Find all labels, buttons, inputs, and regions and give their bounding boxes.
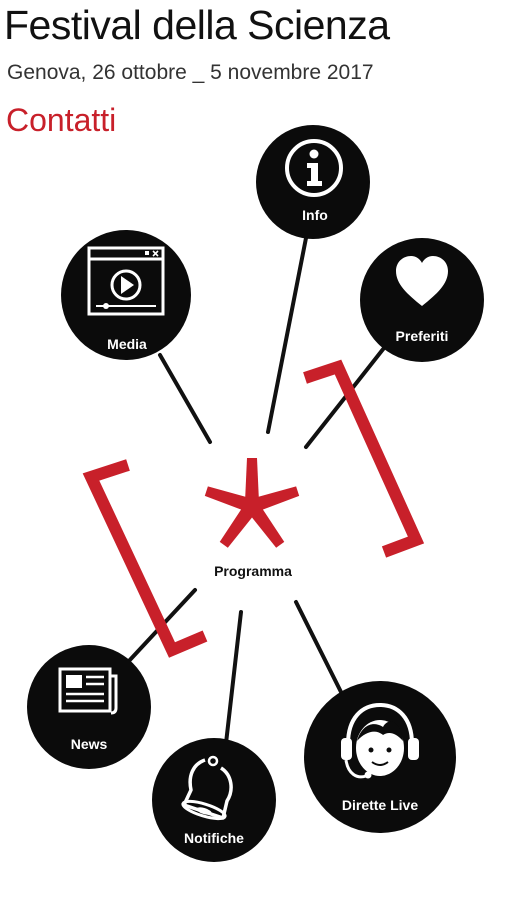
news-label: News	[71, 736, 108, 752]
preferiti-button[interactable]: Preferiti	[360, 238, 484, 362]
newspaper-icon	[58, 667, 118, 715]
heart-icon	[396, 256, 448, 306]
contacts-link[interactable]: Contatti	[6, 102, 117, 138]
news-button[interactable]: News	[27, 645, 151, 769]
dirette-live-label: Dirette Live	[342, 797, 418, 813]
programma-label: Programma	[214, 563, 292, 579]
media-label: Media	[107, 336, 147, 352]
media-button[interactable]: Media	[61, 230, 191, 360]
info-label: Info	[302, 207, 328, 223]
video-player-icon	[87, 246, 165, 316]
info-icon	[285, 139, 343, 197]
connector-notifiche	[223, 610, 243, 754]
notifiche-label: Notifiche	[184, 830, 244, 846]
news-node-circle	[27, 645, 151, 769]
bell-icon	[181, 755, 233, 821]
connector-preferiti	[304, 346, 386, 449]
programma-button[interactable]: Programma	[204, 458, 300, 579]
dirette-live-button[interactable]: Dirette Live	[304, 681, 456, 833]
notifiche-node-circle	[152, 738, 276, 862]
connector-media	[158, 353, 212, 444]
left-bracket	[82, 459, 208, 658]
preferiti-label: Preferiti	[396, 328, 449, 344]
media-node-circle	[61, 230, 191, 360]
headset-operator-icon	[341, 702, 419, 779]
asterisk-logo-icon	[204, 458, 300, 548]
notifiche-button[interactable]: Notifiche	[152, 738, 276, 862]
page-title: Festival della Scienza	[4, 2, 390, 48]
connector-dirette-live	[294, 600, 347, 702]
page-subtitle: Genova, 26 ottobre _ 5 novembre 2017	[7, 61, 374, 84]
connector-info	[266, 236, 308, 434]
right-bracket	[303, 359, 425, 558]
info-button[interactable]: Info	[256, 125, 370, 239]
